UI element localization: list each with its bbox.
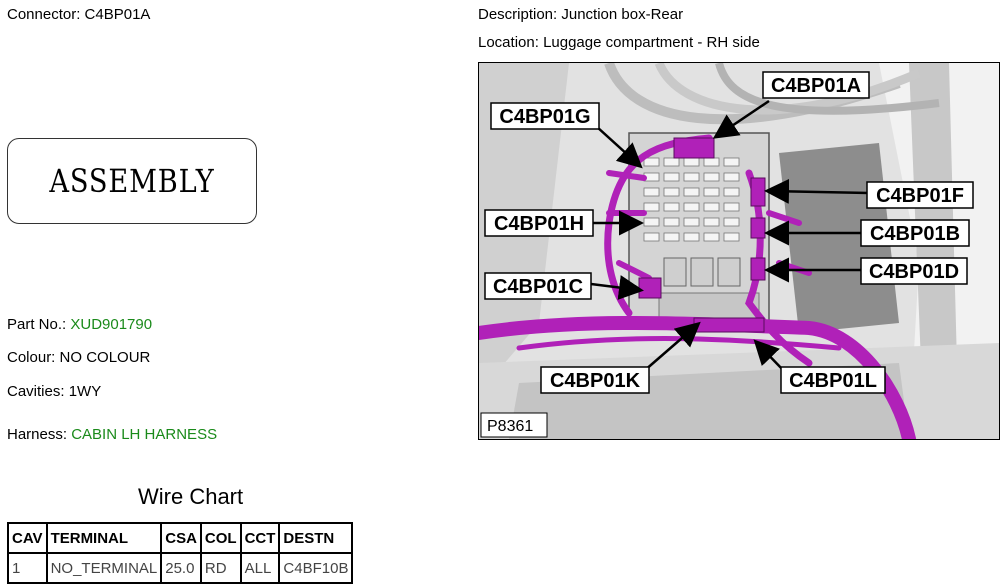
- cavities-label: Cavities:: [7, 383, 65, 400]
- table-row: 1 NO_TERMINAL 25.0 RD ALL C4BF10B: [7, 552, 354, 584]
- harness-link[interactable]: CABIN LH HARNESS: [71, 426, 218, 443]
- colour-line: Colour: NO COLOUR: [7, 349, 150, 366]
- callout-c4bp01l: C4BP01L: [789, 370, 877, 392]
- cavities-line: Cavities: 1WY: [7, 383, 101, 400]
- cell-destn: C4BF10B: [278, 552, 354, 584]
- callout-c4bp01a: C4BP01A: [771, 75, 861, 97]
- cell-col: RD: [199, 552, 242, 584]
- location-illustration: C4BP01A C4BP01G C4BP01F C4BP01H C4BP01B …: [479, 63, 999, 439]
- connector-label: Connector:: [7, 6, 81, 23]
- header-col: COL: [199, 522, 242, 554]
- header-destn: DESTN: [278, 522, 354, 554]
- header-cct: CCT: [239, 522, 281, 554]
- assembly-text: ASSEMBLY: [49, 162, 215, 200]
- callout-c4bp01h: C4BP01H: [494, 213, 584, 235]
- colour-value: NO COLOUR: [59, 349, 151, 366]
- callout-c4bp01g: C4BP01G: [499, 106, 590, 128]
- harness-line: Harness: CABIN LH HARNESS: [7, 426, 217, 443]
- description-label: Description:: [478, 6, 558, 23]
- header-csa: CSA: [160, 522, 202, 554]
- connector-location-image: C4BP01A C4BP01G C4BP01F C4BP01H C4BP01B …: [478, 62, 1000, 440]
- cell-cav: 1: [7, 552, 48, 584]
- connector-value: C4BP01A: [84, 6, 151, 23]
- part-no-label: Part No.:: [7, 316, 67, 333]
- location-value: Luggage compartment - RH side: [543, 34, 760, 51]
- cell-csa: 25.0: [160, 552, 202, 584]
- cavities-value: 1WY: [68, 383, 102, 400]
- callout-c4bp01d: C4BP01D: [869, 261, 959, 283]
- part-no-line: Part No.: XUD901790: [7, 316, 152, 333]
- callout-c4bp01c: C4BP01C: [493, 276, 583, 298]
- cell-terminal: NO_TERMINAL: [45, 552, 163, 584]
- callout-c4bp01f: C4BP01F: [876, 185, 964, 207]
- wire-chart-header-row: CAV TERMINAL CSA COL CCT DESTN: [7, 522, 354, 554]
- location-line: Location: Luggage compartment - RH side: [478, 34, 760, 51]
- colour-label: Colour:: [7, 349, 56, 366]
- cell-cct: ALL: [239, 552, 281, 584]
- figure-reference: P8361: [487, 418, 533, 435]
- callout-c4bp01k: C4BP01K: [550, 370, 641, 392]
- location-label: Location:: [478, 34, 539, 51]
- callout-c4bp01b: C4BP01B: [870, 223, 960, 245]
- description-line: Description: Junction box-Rear: [478, 6, 683, 23]
- connector-line: Connector: C4BP01A: [7, 6, 150, 23]
- harness-label: Harness:: [7, 426, 68, 443]
- assembly-image: ASSEMBLY: [7, 138, 257, 224]
- part-no-link[interactable]: XUD901790: [70, 316, 153, 333]
- header-cav: CAV: [7, 522, 48, 554]
- description-value: Junction box-Rear: [561, 6, 684, 23]
- header-terminal: TERMINAL: [45, 522, 163, 554]
- wire-chart-title: Wire Chart: [138, 484, 244, 509]
- wire-chart-table: CAV TERMINAL CSA COL CCT DESTN 1 NO_TERM…: [7, 522, 354, 584]
